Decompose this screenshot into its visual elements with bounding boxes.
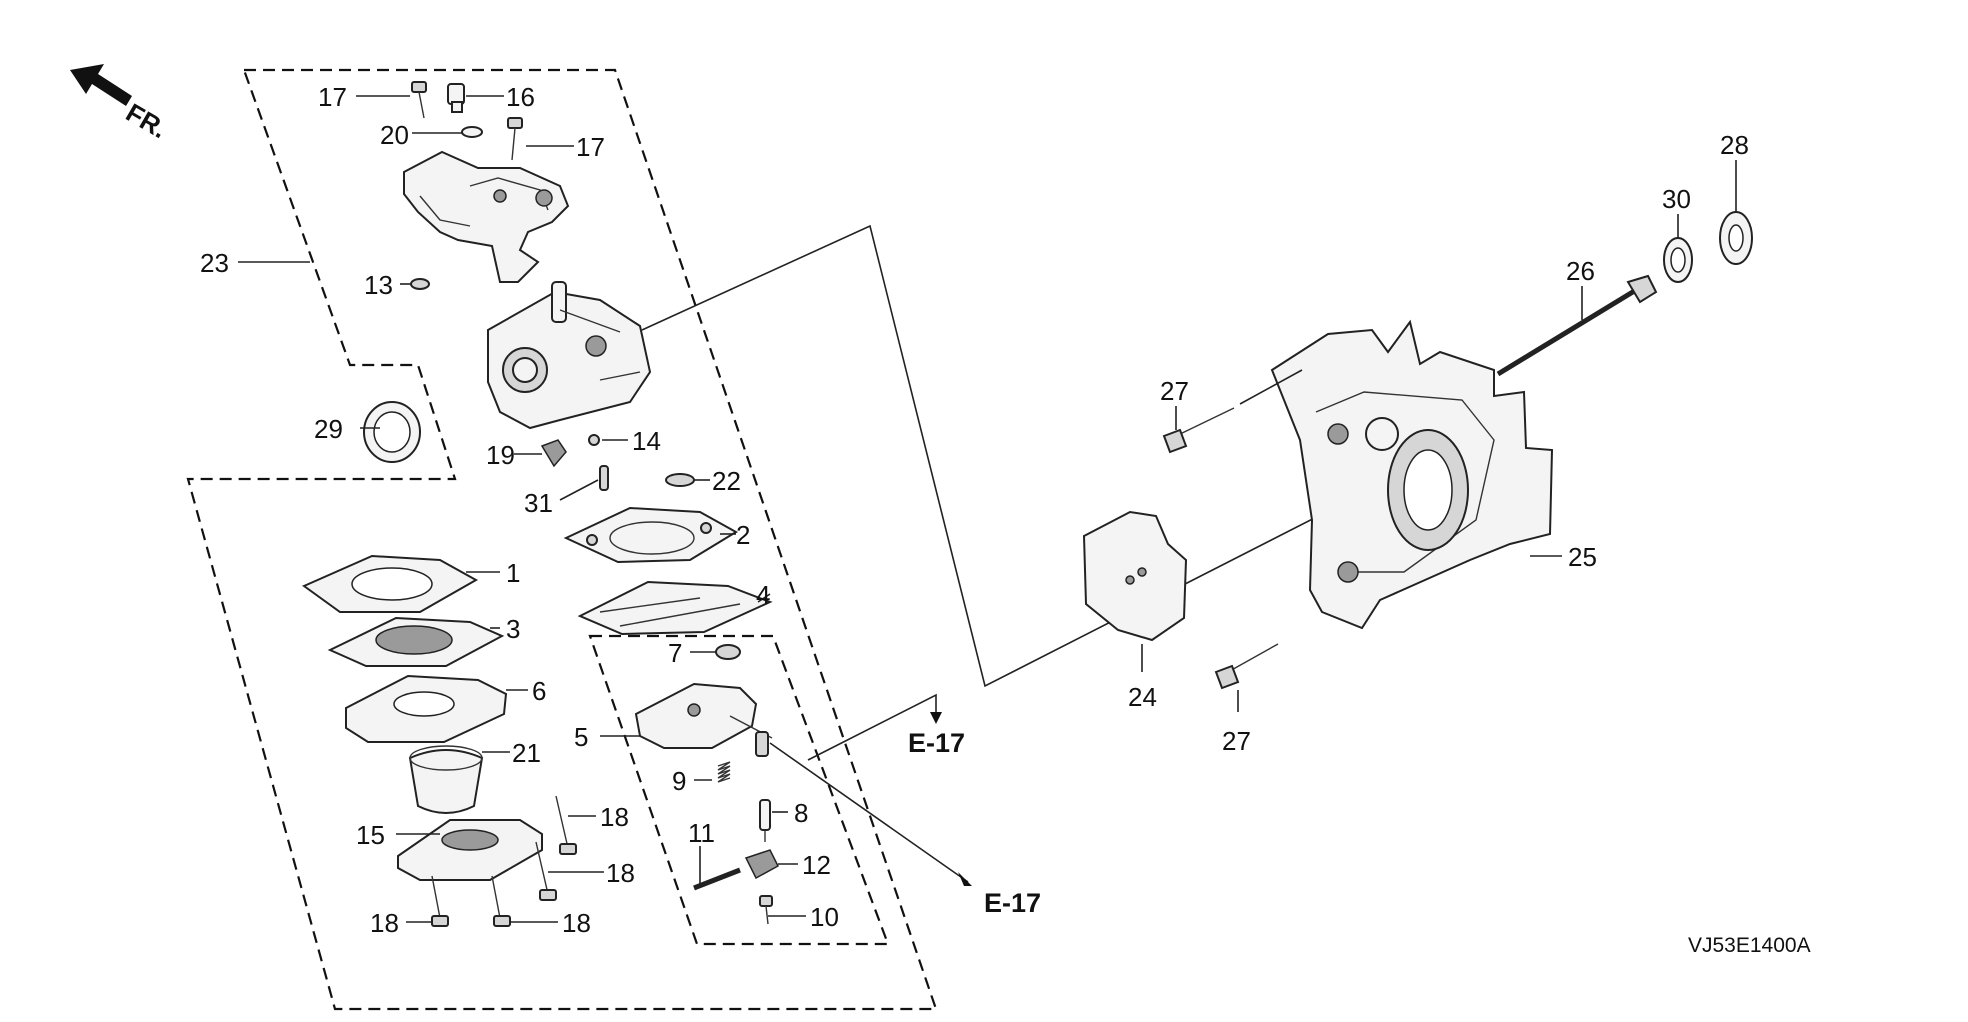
part-21-primer-bulb [408, 745, 484, 814]
part-30-gasket [1663, 237, 1693, 283]
callout-13: 13 [364, 270, 393, 300]
part-22-seal [665, 473, 695, 487]
callout-30: 30 [1662, 184, 1691, 214]
part-27-bolt-lower [1214, 643, 1279, 690]
reference-e17-upper: E-17 [908, 728, 965, 758]
part-17-screw-b [507, 117, 523, 161]
callout-1: 1 [506, 558, 520, 588]
callout-29: 29 [314, 414, 343, 444]
callout-5: 5 [574, 722, 588, 752]
part-16-fitting [447, 83, 465, 113]
part-callout-labels: 17 16 20 17 23 13 29 19 14 31 22 2 4 1 3… [200, 82, 1749, 938]
callout-19: 19 [486, 440, 515, 470]
part-18-screw-d [491, 875, 511, 927]
callout-3: 3 [506, 614, 520, 644]
part-1-gasket [302, 554, 479, 613]
callout-27a: 27 [1160, 376, 1189, 406]
callout-9: 9 [672, 766, 686, 796]
callout-17a: 17 [318, 82, 347, 112]
part-15-primer-cover [397, 819, 543, 881]
callout-18b: 18 [606, 858, 635, 888]
callout-28: 28 [1720, 130, 1749, 160]
part-10-screw [759, 895, 773, 925]
part-19-screen [540, 439, 567, 468]
part-18-screw-b [535, 841, 557, 901]
callout-31: 31 [524, 488, 553, 518]
callout-17b: 17 [576, 132, 605, 162]
callout-27b: 27 [1222, 726, 1251, 756]
part-13-clip [410, 278, 430, 290]
callout-10: 10 [810, 902, 839, 932]
part-20-o-ring [461, 126, 483, 138]
assembly-23-boundary [186, 68, 938, 1011]
part-14-plug [588, 434, 600, 446]
callout-4: 4 [756, 580, 770, 610]
callout-14: 14 [632, 426, 661, 456]
part-5-metering-body [634, 682, 773, 757]
callout-18a: 18 [600, 802, 629, 832]
drawing-code: VJ53E1400A [1688, 934, 1811, 957]
part-12-lever [744, 849, 779, 880]
part-25-air-cleaner-case [1270, 319, 1554, 630]
e17-leader-upper [807, 693, 937, 761]
part-3-diaphragm [327, 616, 505, 667]
callout-6: 6 [532, 676, 546, 706]
part-7-seat [715, 644, 741, 660]
part-26-bolt [1496, 274, 1658, 377]
callout-24: 24 [1128, 682, 1157, 712]
callout-7: 7 [668, 638, 682, 668]
callout-22: 22 [712, 466, 741, 496]
part-27-bolt-upper [1162, 407, 1235, 454]
callout-leaders [238, 95, 1737, 923]
callout-8: 8 [794, 798, 808, 828]
part-6-cover [345, 674, 508, 743]
part-28-washer [1719, 211, 1753, 265]
part-24-plate [1082, 510, 1188, 642]
part-9-spring [717, 761, 731, 783]
part-4-diaphragm [577, 580, 773, 636]
carb-body-leader [641, 224, 1341, 688]
front-direction-arrow: FR. [70, 64, 172, 144]
part-17-screw-a [411, 81, 427, 119]
callout-11: 11 [688, 818, 715, 848]
part-2-gasket [563, 506, 738, 564]
callout-25: 25 [1568, 542, 1597, 572]
part-29-ring [363, 401, 421, 463]
part-8-needle [759, 799, 771, 842]
callout-2: 2 [736, 520, 750, 550]
reference-e17-lower: E-17 [984, 888, 1041, 918]
callout-23: 23 [200, 248, 229, 278]
carburetor-body [487, 281, 652, 430]
callout-15: 15 [356, 820, 385, 850]
subassembly-5-boundary [588, 634, 890, 946]
callout-26: 26 [1566, 256, 1595, 286]
part-11-pin [693, 867, 741, 891]
e17-leader-lower [769, 742, 969, 883]
callout-20: 20 [380, 120, 409, 150]
callout-12: 12 [802, 850, 831, 880]
callout-21: 21 [512, 738, 541, 768]
e17-arrow-lower [958, 872, 972, 886]
front-direction-label: FR. [121, 97, 172, 144]
bolt-27-leader-line [1239, 369, 1303, 405]
callout-18c: 18 [370, 908, 399, 938]
part-31-jet [599, 465, 609, 491]
upper-body-casting [403, 150, 570, 283]
callout-16: 16 [506, 82, 535, 112]
part-18-screw-a [555, 795, 577, 855]
e17-arrow-upper [930, 712, 942, 724]
callout-18d: 18 [562, 908, 591, 938]
part-18-screw-c [431, 875, 449, 927]
